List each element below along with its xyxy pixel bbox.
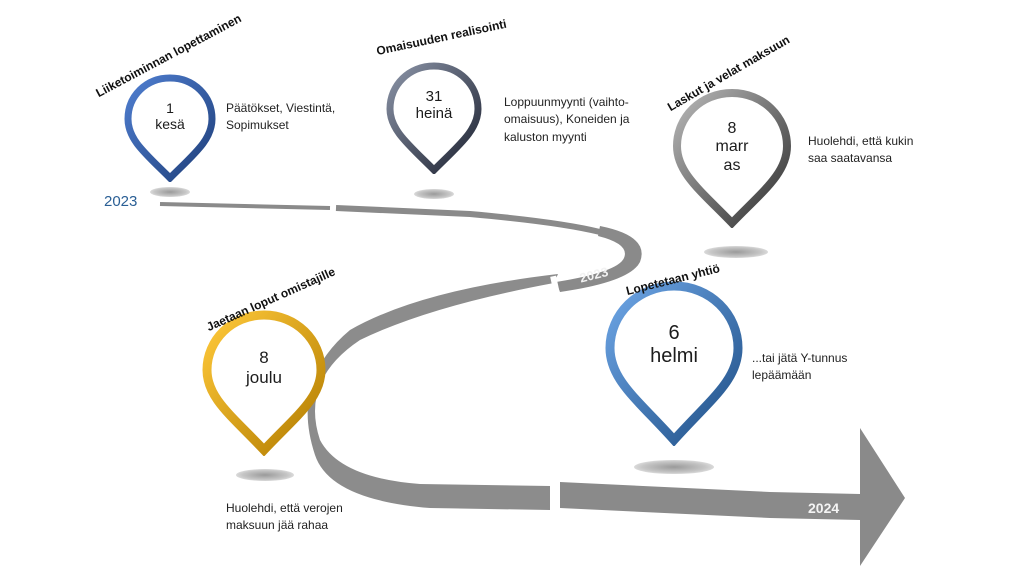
desc-line: saa saatavansa [808,151,893,166]
location-pin-icon [672,88,792,228]
milestone-date: 6 helmi [604,322,744,368]
desc-line: maksuun jää rahaa [226,518,329,533]
pin-shadow [414,189,454,199]
desc-line: Päätökset, Viestintä, [226,101,336,115]
timeline-start-year: 2023 [104,193,138,210]
desc-line: Huolehdi, että kukin [808,134,914,148]
milestone-month: joulu [246,367,282,387]
pin-shadow [704,246,768,258]
pin-shadow [150,187,190,197]
milestone-date: 8 marr as [672,120,792,175]
milestone-description: Huolehdi, että kukin saa saatavansa [808,133,913,168]
milestone-month: heinä [415,105,453,123]
milestone-description: Päätökset, Viestintä, Sopimukset [226,100,335,135]
milestone-day: 6 [668,322,680,344]
milestone-date: 8 joulu [202,348,326,387]
milestone-month: marr [715,138,749,156]
desc-line: ...tai jätä Y-tunnus [752,351,848,365]
milestone-date: 31 heinä [386,88,482,123]
milestone-month: kesä [155,116,185,133]
milestone-day: 8 [259,348,269,367]
location-pin-icon [124,74,216,182]
desc-line: omaisuus), Koneiden ja [504,112,630,127]
desc-line: kaluston myynti [504,129,587,144]
milestone-description: ...tai jätä Y-tunnus lepäämään [752,350,847,385]
milestone-day: 1 [166,100,174,116]
desc-line: Sopimukset [226,118,289,133]
desc-line: Huolehdi, että verojen [226,501,343,515]
desc-line: Loppuunmyynti (vaihto- [504,95,629,109]
milestone-month: helmi [650,345,698,367]
location-pin-icon [386,62,482,174]
milestone-day: 31 [425,88,443,105]
pin-shadow [634,460,714,474]
location-pin-icon [605,281,743,446]
milestone-description: Huolehdi, että verojen maksuun jää rahaa [226,500,343,535]
pin-shadow [236,469,294,481]
milestone-month: as [723,156,741,174]
milestone-description: Loppuunmyynti (vaihto- omaisuus), Koneid… [504,94,629,146]
location-pin-icon [202,310,326,456]
milestone-date: 1 kesä [124,100,216,132]
milestone-day: 8 [727,120,737,137]
timeline-end-year: 2024 [808,500,840,516]
desc-line: lepäämään [752,368,812,383]
